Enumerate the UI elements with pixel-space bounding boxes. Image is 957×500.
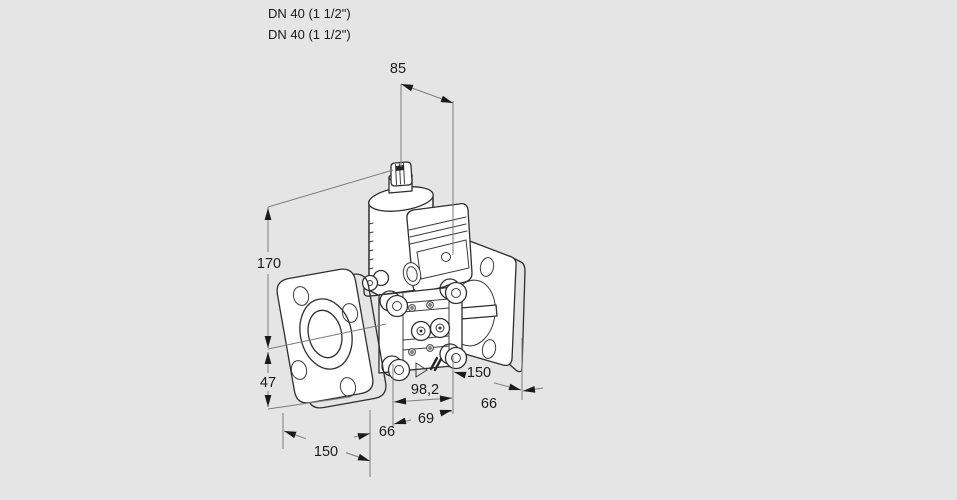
pipe-size-label-2: DN 40 (1 1/2") xyxy=(268,27,351,42)
bore xyxy=(307,309,343,359)
knob-slot xyxy=(396,165,404,171)
small-screws xyxy=(408,301,434,356)
marking-icon xyxy=(429,356,443,372)
test-nipple-bar xyxy=(460,304,498,320)
dim-right-flange-length: 150 xyxy=(467,365,491,381)
corner-bolt-bosses xyxy=(379,278,468,382)
dim-port-spacing: 69 xyxy=(418,411,434,427)
dimension-arrows xyxy=(264,84,536,461)
dim-axis-to-top: 170 xyxy=(257,256,281,272)
dim-axis-to-bottom: 47 xyxy=(260,375,276,391)
flange-bolt-hole xyxy=(339,377,357,397)
dim-body-width-total: 98,2 xyxy=(411,382,439,398)
center-socket-screws xyxy=(410,317,451,342)
dimension-lines: 85 170 47 150 66 69 98,2 150 66 xyxy=(257,61,544,477)
flange-bolt-hole xyxy=(479,257,495,277)
raised-face-circle xyxy=(299,298,353,370)
thread-tick-marks xyxy=(368,222,374,270)
flow-direction-icon xyxy=(415,362,428,378)
adjustment-knob xyxy=(388,161,413,194)
left-flange xyxy=(276,268,387,409)
pipe-size-label-1: DN 40 (1 1/2") xyxy=(268,6,351,21)
dim-left-body-offset: 66 xyxy=(379,424,395,440)
flange-bolt-hole xyxy=(481,339,497,359)
solenoid-housing xyxy=(402,202,473,297)
housing-screw xyxy=(441,252,451,262)
dim-right-body-offset: 66 xyxy=(481,396,497,412)
dim-left-flange-length: 150 xyxy=(314,444,338,460)
valve-body xyxy=(378,278,468,382)
flange-bolt-hole xyxy=(341,303,359,323)
dim-actuator-width: 85 xyxy=(390,61,406,77)
flange-bolt-hole xyxy=(292,286,310,306)
flange-bolt-hole xyxy=(290,360,308,380)
